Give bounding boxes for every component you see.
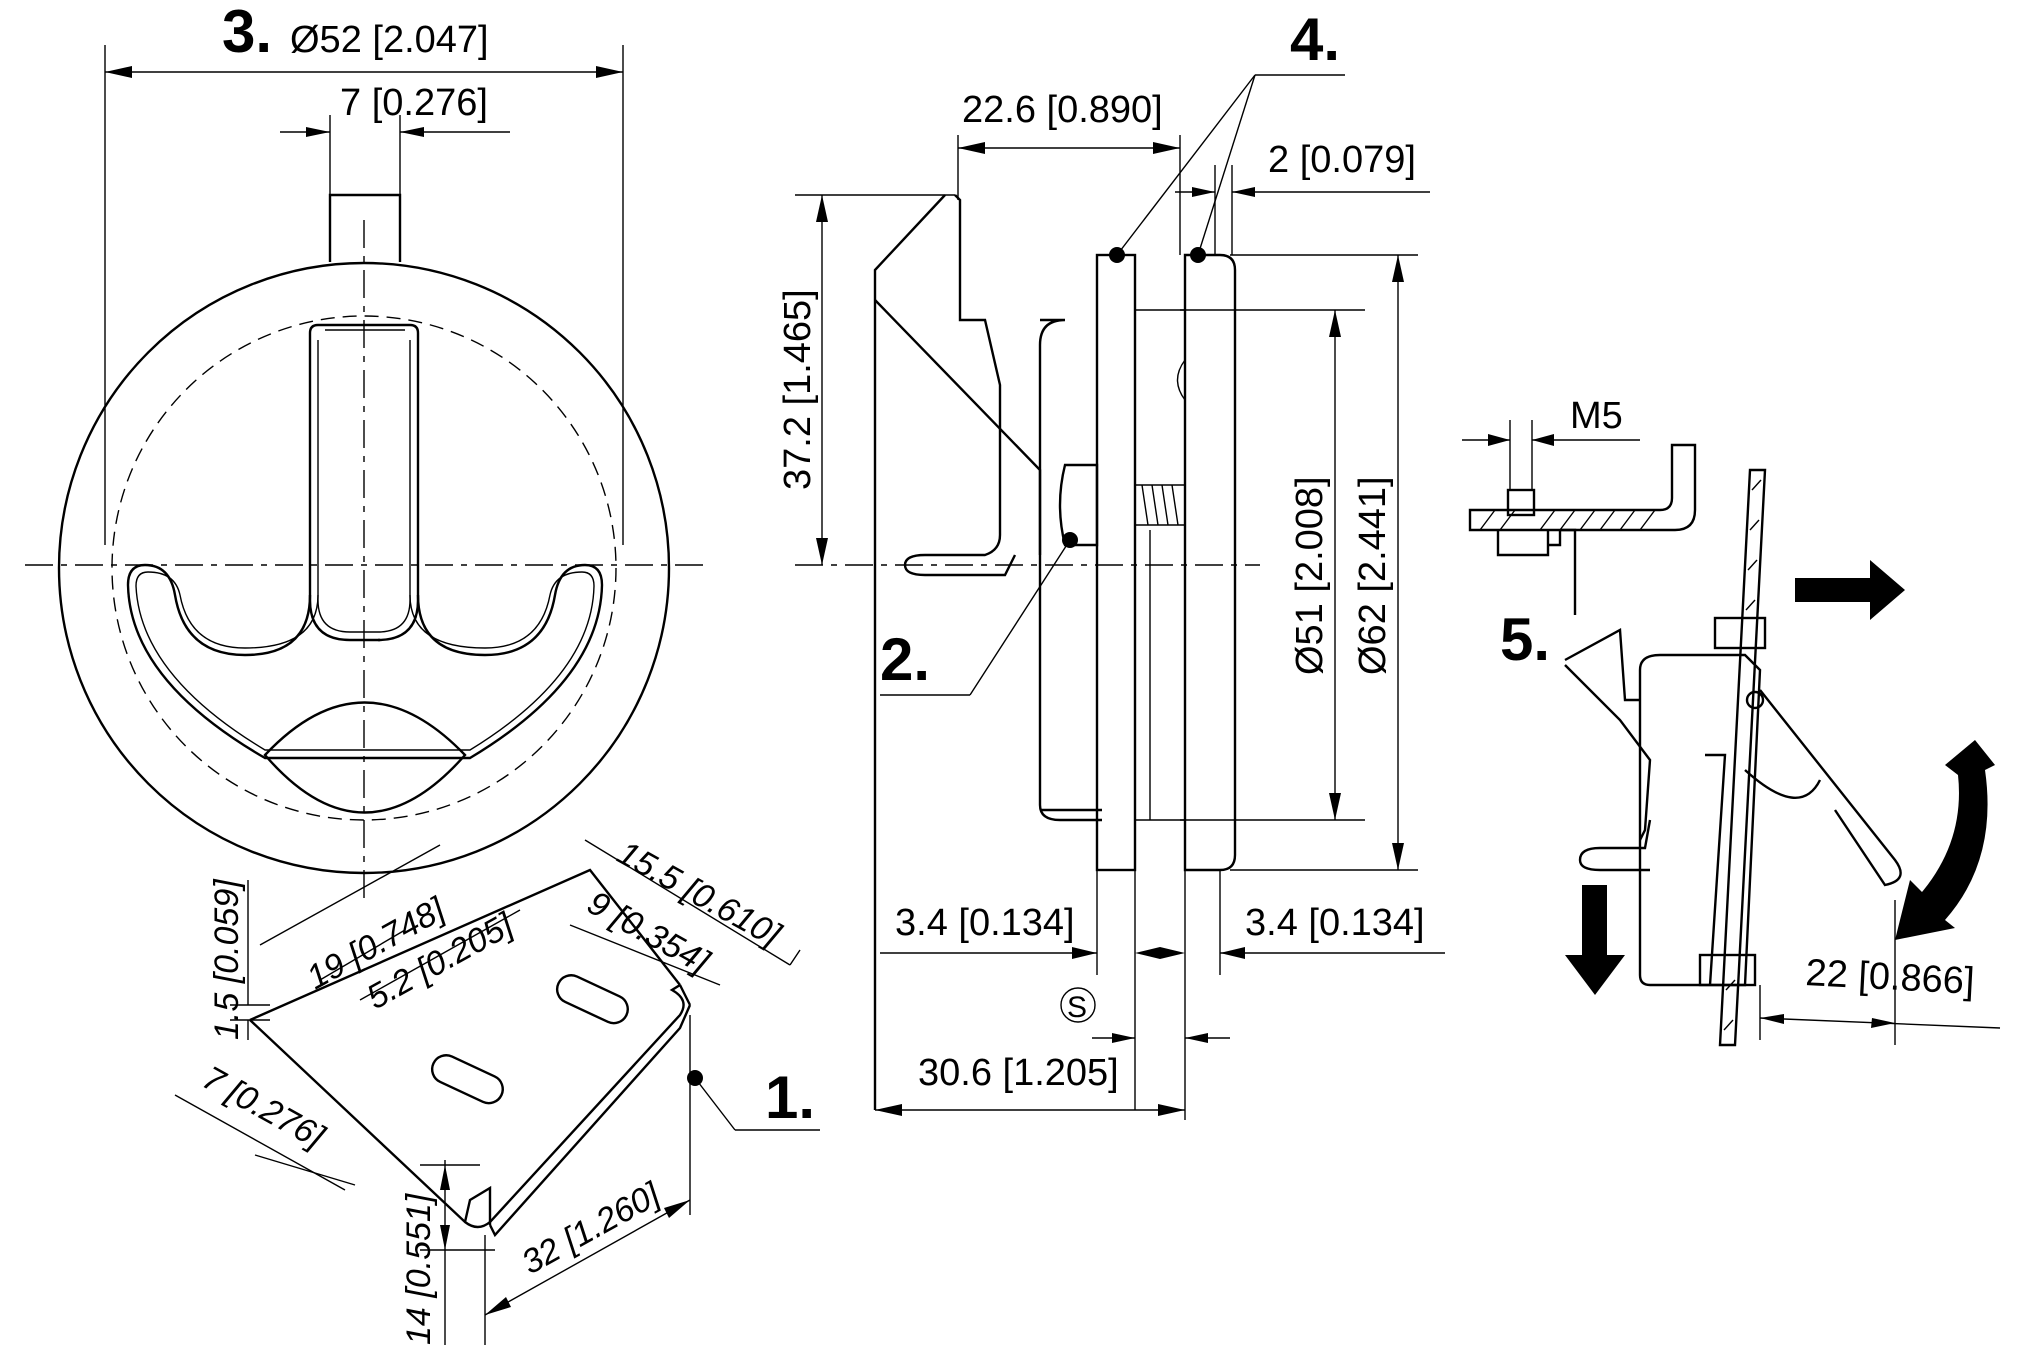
bracket-edge-offset-label: 7 [0.276] [196, 1059, 332, 1157]
flange-diameter-label: Ø62 [2.441] [1352, 476, 1394, 675]
mounting-detail: M5 [1462, 395, 1697, 615]
curved-arrow-icon [1895, 740, 1995, 940]
bracket-thickness-label: 1.5 [0.059] [208, 878, 246, 1040]
panel-symbol: S [1067, 991, 1087, 1024]
callout-2: 2. [880, 626, 930, 693]
overall-depth-label: 30.6 [1.205] [918, 1052, 1119, 1094]
cup-gap-label: 2 [0.079] [1268, 139, 1416, 181]
flange-thickness-left-label: 3.4 [0.134] [895, 902, 1075, 944]
right-arrow-icon [1795, 560, 1905, 620]
flange-thickness-right-label: 3.4 [0.134] [1245, 902, 1425, 944]
pull-distance-label: 22 [0.866] [1805, 952, 1976, 1003]
inner-diameter-label: Ø51 [2.008] [1289, 476, 1331, 675]
tab-width-label: 7 [0.276] [340, 82, 488, 124]
front-view: 3. Ø52 [2.047] 7 [0.276] [25, 0, 705, 905]
side-view: 22.6 [0.890] 2 [0.079] 37.2 [1.465] Ø51 … [777, 6, 1445, 1120]
callout-5: 5. [1500, 606, 1550, 673]
operation-view: 5. 22 [0.866] [1500, 468, 2001, 1047]
outer-diameter-label: Ø52 [2.047] [290, 19, 489, 61]
thread-size-label: M5 [1570, 395, 1623, 437]
bracket-length-label: 32 [1.260] [515, 1175, 667, 1282]
bracket-view: 1.5 [0.059] 19 [0.748] 5.2 [0.205] 9 [0.… [174, 834, 820, 1345]
callout-1: 1. [765, 1064, 815, 1131]
down-arrow-icon [1565, 885, 1625, 995]
callout-3: 3. [222, 0, 272, 65]
bracket-height-label: 14 [0.551] [400, 1192, 438, 1345]
handle-reach-label: 22.6 [0.890] [962, 89, 1163, 131]
handle-height-label: 37.2 [1.465] [777, 289, 819, 490]
callout-4: 4. [1290, 6, 1340, 73]
